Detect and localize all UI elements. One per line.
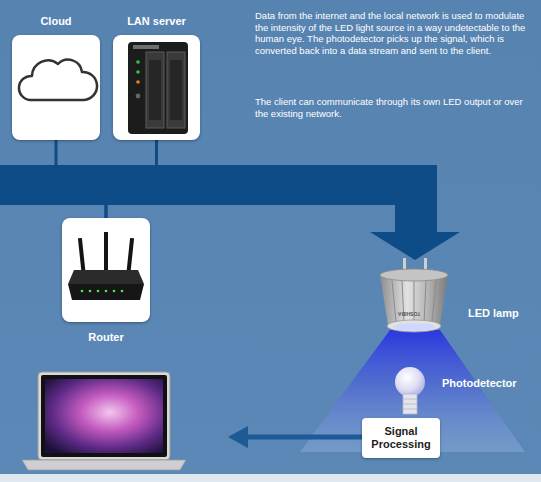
router-led [121, 290, 124, 293]
lamp-pin [424, 258, 427, 272]
router-box: Router [62, 218, 150, 322]
description-text: Data from the internet and the local net… [255, 10, 537, 56]
lamp-fins [392, 280, 436, 324]
laptop-frame [38, 372, 170, 460]
nas-led [136, 60, 140, 64]
box-text: Signal Processing [362, 425, 440, 451]
nas-led [136, 80, 140, 84]
lamp-body [380, 275, 448, 325]
router-front [68, 284, 144, 300]
lamp-ring [387, 320, 441, 332]
bottom-strip [0, 474, 541, 482]
light-cone [300, 330, 525, 452]
data-arrow-line [246, 435, 362, 440]
laptop-base [22, 460, 186, 470]
brand-mark: TOSHIBA [398, 311, 420, 317]
part-label: LED lamp [468, 306, 519, 320]
router-led [113, 290, 116, 293]
router-led [105, 290, 108, 293]
cloud-outline [19, 60, 97, 100]
router-antenna [78, 238, 86, 278]
nas-drive-bay [146, 52, 164, 128]
box-heading: Cloud [0, 14, 130, 28]
network-wire [106, 140, 157, 218]
router-led [89, 290, 92, 293]
laptop-bezel [41, 375, 167, 457]
lamp-pin [403, 258, 406, 272]
photodetector-bulb [395, 367, 425, 397]
cloud-box: Cloud [12, 35, 100, 140]
box-heading: Router [32, 330, 180, 344]
lamp-cap [380, 269, 448, 281]
nas-handle [149, 60, 161, 120]
nas-body [128, 42, 188, 134]
photodetector-base [403, 394, 417, 414]
description-text: The client can communicate through its o… [255, 96, 537, 119]
box-heading: LAN server [83, 14, 230, 28]
network-wire [56, 140, 106, 218]
laptop-screen [45, 379, 163, 453]
router-antenna [104, 232, 108, 274]
router-led [81, 290, 84, 293]
router-led [97, 290, 100, 293]
nas-button [136, 94, 141, 99]
data-arrow-head [228, 426, 248, 448]
photodetector-thread [403, 399, 417, 409]
nas-handle [170, 60, 182, 120]
router-top [68, 270, 144, 284]
server-box: LAN server [113, 35, 200, 140]
nas-drive-bay [167, 52, 185, 128]
nas-top-strip [133, 45, 159, 49]
lamp-lens [393, 323, 435, 331]
router-antenna [126, 238, 134, 278]
process-box: Signal Processing [362, 418, 440, 458]
part-label: Photodetector [442, 376, 517, 390]
nas-led [136, 70, 140, 74]
